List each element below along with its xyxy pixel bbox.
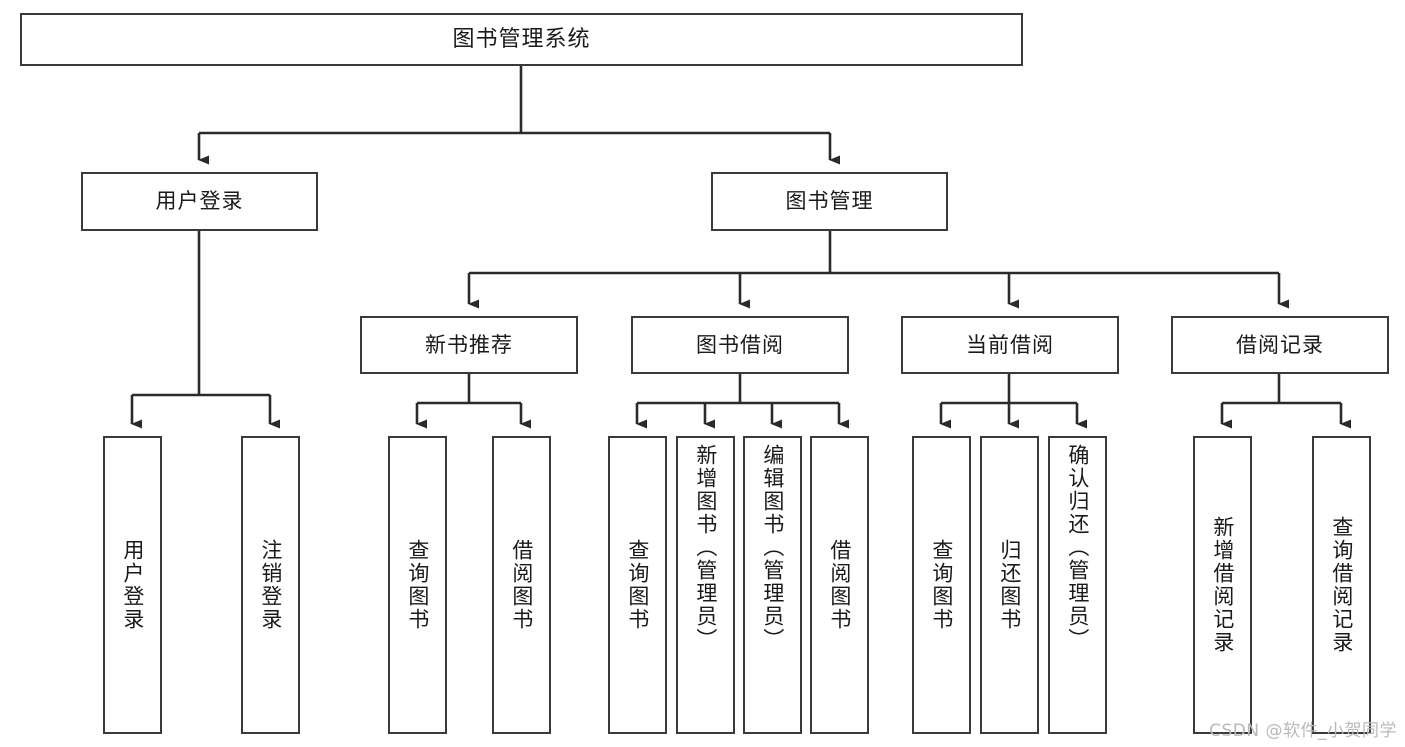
leaf-return-book[interactable]: 归还图书 <box>980 436 1039 734</box>
node-root-book-management-system[interactable]: 图书管理系统 <box>20 13 1023 66</box>
leaf-query-book-new[interactable]: 查询图书 <box>388 436 447 734</box>
node-label: 当前借阅 <box>966 332 1054 357</box>
node-book-management[interactable]: 图书管理 <box>711 172 948 231</box>
node-label: 新增图书（管理员） <box>693 444 718 651</box>
csdn-watermark: CSDN @软件_小贺同学 <box>1209 721 1397 741</box>
node-label: 用户登录 <box>155 189 244 214</box>
node-label: 注销登录 <box>258 539 283 631</box>
node-book-borrow[interactable]: 图书借阅 <box>631 316 849 374</box>
leaf-query-book-current[interactable]: 查询图书 <box>912 436 971 734</box>
node-label: 确认归还（管理员） <box>1065 444 1090 651</box>
leaf-borrow-book-new[interactable]: 借阅图书 <box>492 436 551 734</box>
node-label: 借阅图书 <box>509 539 534 631</box>
node-label: 查询图书 <box>929 539 954 631</box>
leaf-edit-book-admin[interactable]: 编辑图书（管理员） <box>743 436 802 734</box>
node-label: 查询借阅记录 <box>1329 516 1354 654</box>
leaf-add-borrow-record[interactable]: 新增借阅记录 <box>1193 436 1252 734</box>
leaf-confirm-return-admin[interactable]: 确认归还（管理员） <box>1048 436 1107 734</box>
node-label: 新增借阅记录 <box>1210 516 1235 654</box>
node-label: 新书推荐 <box>425 332 513 357</box>
leaf-logout[interactable]: 注销登录 <box>241 436 300 734</box>
node-label: 编辑图书（管理员） <box>760 444 785 651</box>
node-current-borrow[interactable]: 当前借阅 <box>901 316 1119 374</box>
node-label: 图书管理系统 <box>452 26 591 52</box>
node-label: 归还图书 <box>997 539 1022 631</box>
node-label: 查询图书 <box>625 539 650 631</box>
node-label: 查询图书 <box>405 539 430 631</box>
leaf-query-book-borrow[interactable]: 查询图书 <box>608 436 667 734</box>
node-label: 图书管理 <box>785 189 874 214</box>
leaf-user-login[interactable]: 用户登录 <box>103 436 162 734</box>
node-label: 借阅记录 <box>1236 332 1324 357</box>
leaf-borrow-book[interactable]: 借阅图书 <box>810 436 869 734</box>
node-label: 借阅图书 <box>827 539 852 631</box>
node-label: 用户登录 <box>120 539 145 631</box>
node-borrow-record[interactable]: 借阅记录 <box>1171 316 1389 374</box>
leaf-add-book-admin[interactable]: 新增图书（管理员） <box>676 436 735 734</box>
node-user-login[interactable]: 用户登录 <box>81 172 318 231</box>
leaf-query-borrow-record[interactable]: 查询借阅记录 <box>1312 436 1371 734</box>
node-new-book-recommend[interactable]: 新书推荐 <box>360 316 578 374</box>
node-label: 图书借阅 <box>696 332 784 357</box>
